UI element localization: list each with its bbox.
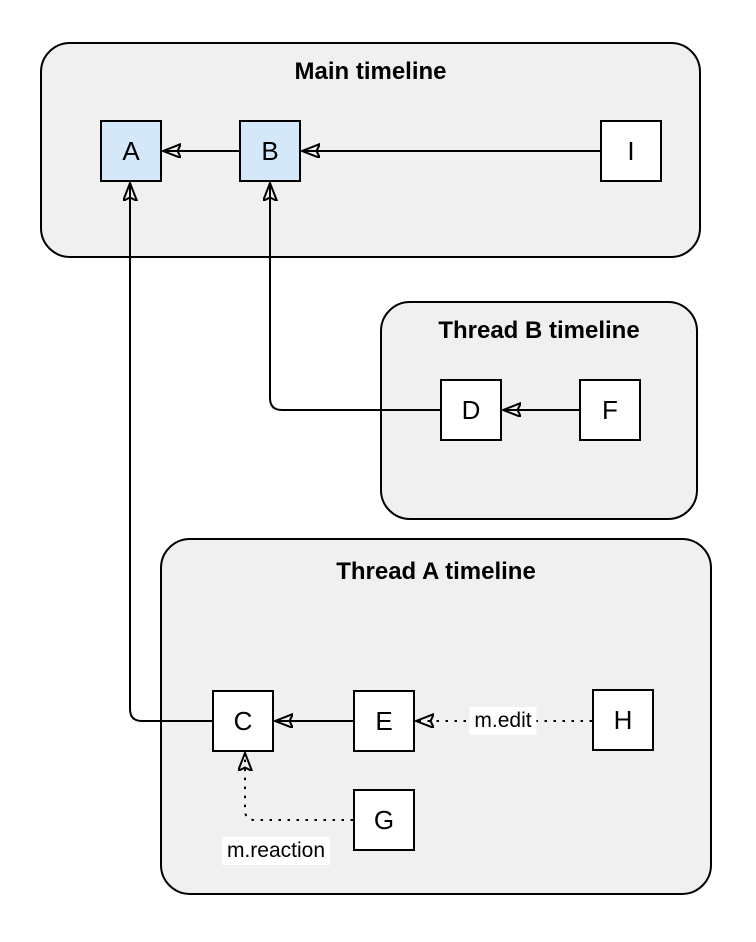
main-timeline-title: Main timeline: [294, 58, 447, 85]
node-f: F: [579, 379, 641, 441]
edge-label-m-reaction: m.reaction: [221, 836, 331, 866]
container-thread-b-timeline: Thread B timeline: [380, 301, 698, 520]
node-a-label: A: [122, 136, 140, 166]
node-h-label: H: [613, 705, 633, 735]
node-c: C: [212, 690, 274, 752]
thread-a-timeline-title: Thread A timeline: [336, 558, 536, 585]
node-e-label: E: [375, 706, 393, 736]
node-d: D: [440, 379, 502, 441]
node-i-label: I: [627, 136, 635, 166]
node-h: H: [592, 689, 654, 751]
node-c-label: C: [233, 706, 253, 736]
node-f-label: F: [602, 395, 618, 425]
node-d-label: D: [461, 395, 481, 425]
node-g: G: [353, 789, 415, 851]
node-i: I: [600, 120, 662, 182]
thread-b-timeline-title: Thread B timeline: [438, 317, 640, 344]
node-b: B: [239, 120, 301, 182]
edge-label-m-edit: m.edit: [469, 706, 537, 736]
node-g-label: G: [373, 805, 395, 835]
node-b-label: B: [261, 136, 279, 166]
node-e: E: [353, 690, 415, 752]
node-a: A: [100, 120, 162, 182]
